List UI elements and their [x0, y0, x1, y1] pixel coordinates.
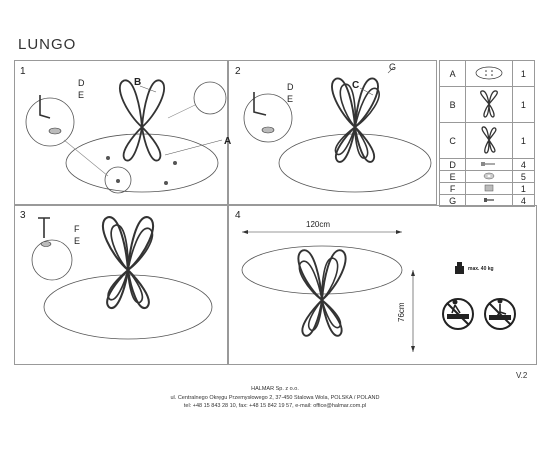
- leg-frame-c-icon: [465, 122, 513, 159]
- step-2-label-d: D: [287, 82, 294, 92]
- part-key: F: [438, 182, 467, 195]
- parts-row: G 4: [438, 194, 536, 207]
- step-2-number: 2: [235, 66, 241, 77]
- parts-row: C 1: [438, 122, 536, 159]
- part-key: D: [438, 158, 467, 171]
- part-key: E: [438, 170, 467, 183]
- step-2-label-c: C: [352, 80, 360, 91]
- parts-row: A 1: [438, 60, 536, 87]
- detail-zoom-circle-3: [193, 81, 227, 115]
- step-1-panel: [14, 60, 228, 205]
- step-1-number: 1: [20, 66, 26, 77]
- part-key: G: [438, 194, 467, 207]
- footer-company: HALMAR Sp. z o.o.: [251, 386, 299, 392]
- parts-row: D 4: [438, 158, 536, 171]
- part-key: A: [438, 60, 467, 87]
- no-sitting-icon: [484, 298, 516, 330]
- leg-frame-b: [118, 79, 166, 162]
- step-1-label-d: D: [78, 78, 85, 88]
- step-1-label-a: A: [224, 136, 232, 147]
- screw-icon: [465, 158, 513, 171]
- weight-icon: [455, 262, 464, 274]
- part-key: B: [438, 86, 467, 123]
- step-4-number: 4: [235, 210, 241, 221]
- parts-row: B 1: [438, 86, 536, 123]
- max-load-label: max. 40 kg: [468, 266, 494, 272]
- nut-icon: [465, 182, 513, 195]
- detail-zoom-circle: [25, 97, 75, 147]
- step-2-panel: [228, 60, 437, 205]
- washer-icon: [465, 170, 513, 183]
- glass-top-step3: [43, 274, 213, 340]
- part-qty: 5: [511, 170, 536, 183]
- detail-zoom-circle-5: [31, 239, 73, 281]
- step-4-panel: [228, 205, 537, 365]
- step-3-number: 3: [20, 210, 26, 221]
- step-2-label-g: G: [389, 62, 397, 72]
- footer-contact: tel: +48 15 843 28 10, fax: +48 15 842 1…: [183, 403, 367, 409]
- step-3-panel: [14, 205, 228, 365]
- width-dimension-label: 120cm: [306, 220, 331, 229]
- part-qty: 1: [511, 122, 536, 159]
- bolt-icon: [465, 194, 513, 207]
- height-dimension-label: 76cm: [397, 302, 406, 322]
- document-title: LUNGO: [18, 36, 77, 53]
- part-qty: 4: [511, 158, 536, 171]
- glass-top-a-step2: [278, 133, 432, 193]
- step-1-label-e: E: [78, 90, 85, 100]
- parts-row: E 5: [438, 170, 536, 183]
- part-qty: 1: [511, 86, 536, 123]
- detail-zoom-circle-4: [243, 93, 293, 143]
- version-label: V.2: [516, 371, 528, 380]
- glass-top-a: [65, 133, 219, 193]
- part-qty: 1: [511, 182, 536, 195]
- step-3-label-f: F: [74, 224, 80, 234]
- no-standing-icon: [442, 298, 474, 330]
- part-qty: 1: [511, 60, 536, 87]
- glass-top-icon: [465, 60, 513, 87]
- footer-address: ul. Centralnego Okręgu Przemysłowego 2, …: [170, 394, 380, 401]
- leg-frame-b-icon: [465, 86, 513, 123]
- step-2-label-e: E: [287, 94, 294, 104]
- part-qty: 4: [511, 194, 536, 207]
- step-1-label-b: B: [134, 77, 142, 88]
- parts-list-table: A 1 B 1 C 1 D 4 E 5 F 1: [438, 60, 536, 207]
- detail-zoom-circle-2: [104, 166, 132, 194]
- part-key: C: [438, 122, 467, 159]
- parts-row: F 1: [438, 182, 536, 195]
- step-3-label-e: E: [74, 236, 81, 246]
- company-footer: HALMAR Sp. z o.o. ul. Centralnego Okręgu…: [0, 385, 550, 411]
